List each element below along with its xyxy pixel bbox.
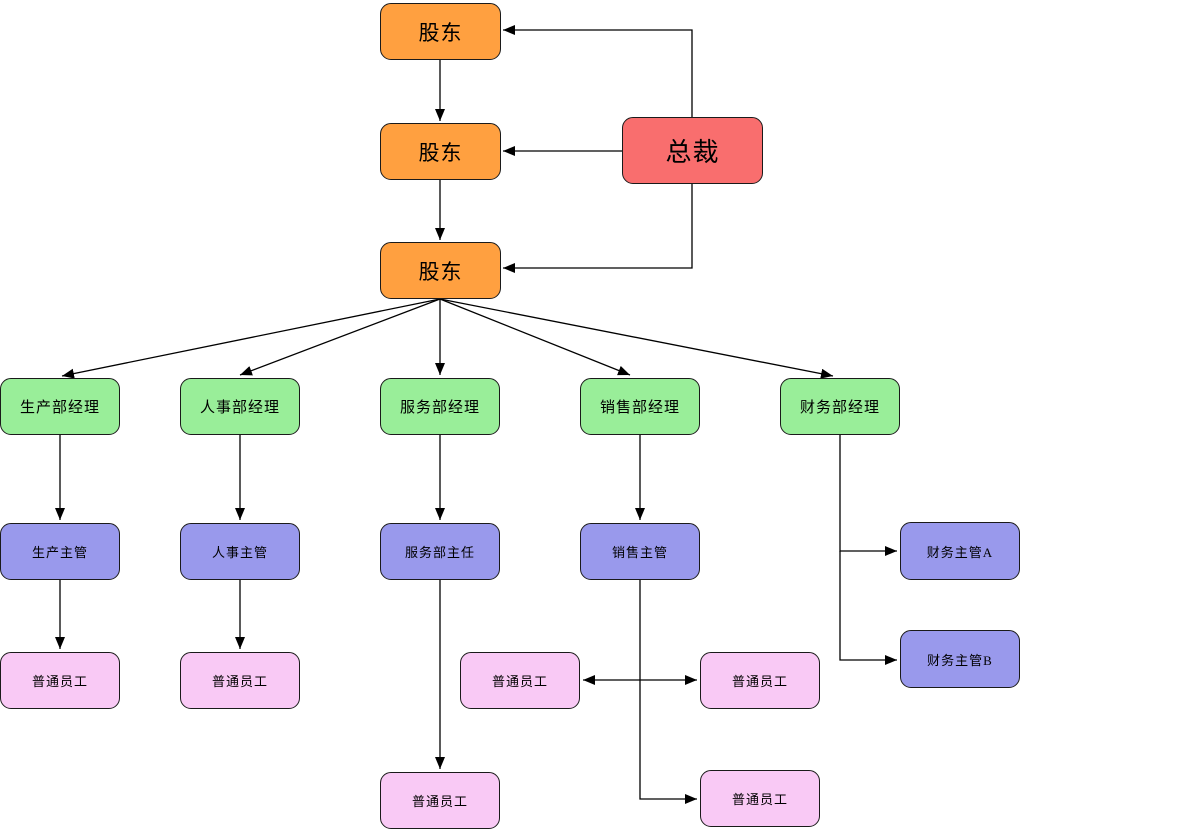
node-shareholder-mid[interactable]: 股东: [380, 123, 501, 180]
node-finance-supervisor-b[interactable]: 财务主管B: [900, 630, 1020, 688]
node-hr-dept-manager[interactable]: 人事部经理: [180, 378, 300, 435]
node-shareholder-bottom[interactable]: 股东: [380, 242, 501, 299]
node-finance-supervisor-a[interactable]: 财务主管A: [900, 522, 1020, 580]
node-employee-production[interactable]: 普通员工: [0, 652, 120, 709]
node-service-dept-director[interactable]: 服务部主任: [380, 523, 500, 580]
node-finance-dept-manager[interactable]: 财务部经理: [780, 378, 900, 435]
node-hr-supervisor[interactable]: 人事主管: [180, 523, 300, 580]
node-employee-hr[interactable]: 普通员工: [180, 652, 300, 709]
node-production-supervisor[interactable]: 生产主管: [0, 523, 120, 580]
node-production-dept-manager[interactable]: 生产部经理: [0, 378, 120, 435]
node-shareholder-top[interactable]: 股东: [380, 3, 501, 60]
node-sales-supervisor[interactable]: 销售主管: [580, 523, 700, 580]
node-employee-sales-bottom[interactable]: 普通员工: [700, 770, 820, 827]
node-employee-sales-right[interactable]: 普通员工: [700, 652, 820, 709]
node-president[interactable]: 总裁: [622, 117, 763, 184]
node-sales-dept-manager[interactable]: 销售部经理: [580, 378, 700, 435]
node-employee-service[interactable]: 普通员工: [380, 772, 500, 829]
node-service-dept-manager[interactable]: 服务部经理: [380, 378, 500, 435]
node-employee-sales-left[interactable]: 普通员工: [460, 652, 580, 709]
